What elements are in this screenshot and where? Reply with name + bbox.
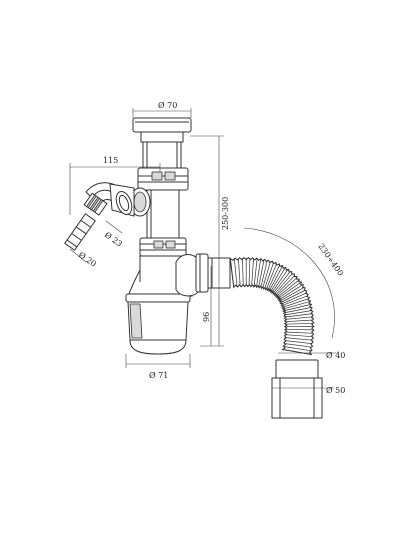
hose-corrugation-ring bbox=[285, 334, 314, 338]
hose-corrugation-ring bbox=[272, 270, 291, 294]
hose-corrugation-ring bbox=[260, 260, 268, 288]
hose-corrugation-ring bbox=[276, 277, 298, 297]
hose-corrugation-ring bbox=[284, 307, 312, 314]
hose-corrugation-ring bbox=[275, 275, 296, 296]
hose-corrugation-ring bbox=[283, 304, 311, 312]
hose-corrugation-ring bbox=[283, 346, 312, 352]
hose-corrugation-ring bbox=[265, 263, 278, 290]
dimension-lines bbox=[69, 108, 336, 389]
hose-corrugation-ring bbox=[274, 272, 294, 295]
dim-outlet-diameter: Ø 50 bbox=[326, 386, 345, 395]
hose-corrugation-ring bbox=[238, 258, 241, 287]
hose-corrugation-ring bbox=[262, 261, 271, 289]
hose-corrugation-ring bbox=[285, 322, 314, 325]
hose-corrugation-ring bbox=[264, 262, 275, 289]
hose-corrugation-ring bbox=[284, 343, 312, 348]
corrugated-hose bbox=[229, 256, 315, 356]
hose-corrugation-ring bbox=[284, 310, 313, 316]
hose-corrugation-ring bbox=[280, 289, 306, 303]
hose-corrugation-ring bbox=[256, 259, 261, 287]
hose-outlet-pipe bbox=[271, 359, 323, 419]
hose-corrugation-ring bbox=[253, 258, 258, 287]
hose-corrugation-ring bbox=[229, 259, 235, 287]
hose-corrugation-ring bbox=[283, 349, 311, 355]
hose-corrugation-ring bbox=[285, 328, 314, 331]
hose-corrugation-ring bbox=[251, 258, 254, 287]
hose-corrugation-ring bbox=[285, 319, 314, 323]
dim-hose-diameter: Ø 40 bbox=[326, 351, 345, 360]
dim-top-diameter: Ø 70 bbox=[158, 101, 177, 110]
upper-nut bbox=[137, 167, 189, 191]
drain-flange bbox=[132, 117, 192, 169]
side-inlet-fitting bbox=[64, 182, 151, 251]
hose-corrugation-ring bbox=[281, 295, 309, 306]
hose-corrugation-ring bbox=[277, 281, 302, 299]
dim-hose-length: 230÷400 bbox=[316, 242, 345, 278]
hose-corrugation-ring bbox=[278, 284, 303, 301]
hose-corrugation-ring bbox=[268, 265, 283, 291]
hose-corrugation-ring bbox=[285, 331, 314, 334]
dim-inlet-diameter-1: Ø 23 bbox=[103, 230, 124, 248]
hose-corrugation-ring bbox=[281, 292, 308, 305]
hose-corrugation-ring bbox=[271, 269, 289, 293]
hose-corrugation-ring bbox=[258, 259, 265, 288]
hose-corrugation-ring bbox=[284, 313, 313, 318]
hose-corrugation-ring bbox=[284, 337, 313, 341]
hose-corrugation-ring bbox=[234, 258, 238, 287]
hose-corrugation-ring bbox=[279, 286, 305, 302]
hose-corrugation-ring bbox=[267, 264, 281, 291]
dim-height-range: 250-300 bbox=[221, 197, 230, 230]
vertical-pipe bbox=[146, 189, 180, 239]
hose-corrugation-ring bbox=[242, 258, 244, 287]
hose-corrugation-ring bbox=[282, 298, 310, 308]
dim-side-offset: 115 bbox=[103, 156, 118, 165]
dim-lower-height: 96 bbox=[202, 312, 211, 322]
hose-corrugation-ring bbox=[284, 316, 313, 320]
hose-corrugation-ring bbox=[270, 267, 286, 292]
dim-inlet-diameter-2: Ø 20 bbox=[77, 250, 98, 268]
hose-corrugation-ring bbox=[284, 340, 313, 345]
middle-nut bbox=[139, 237, 187, 257]
hose-corrugation-ring bbox=[248, 258, 251, 287]
hose-corrugation-ring bbox=[277, 279, 300, 298]
hose-corrugation-ring bbox=[283, 301, 311, 310]
outlet-connector bbox=[175, 253, 231, 297]
hose-body bbox=[229, 256, 315, 356]
dim-body-diameter: Ø 71 bbox=[149, 371, 168, 380]
